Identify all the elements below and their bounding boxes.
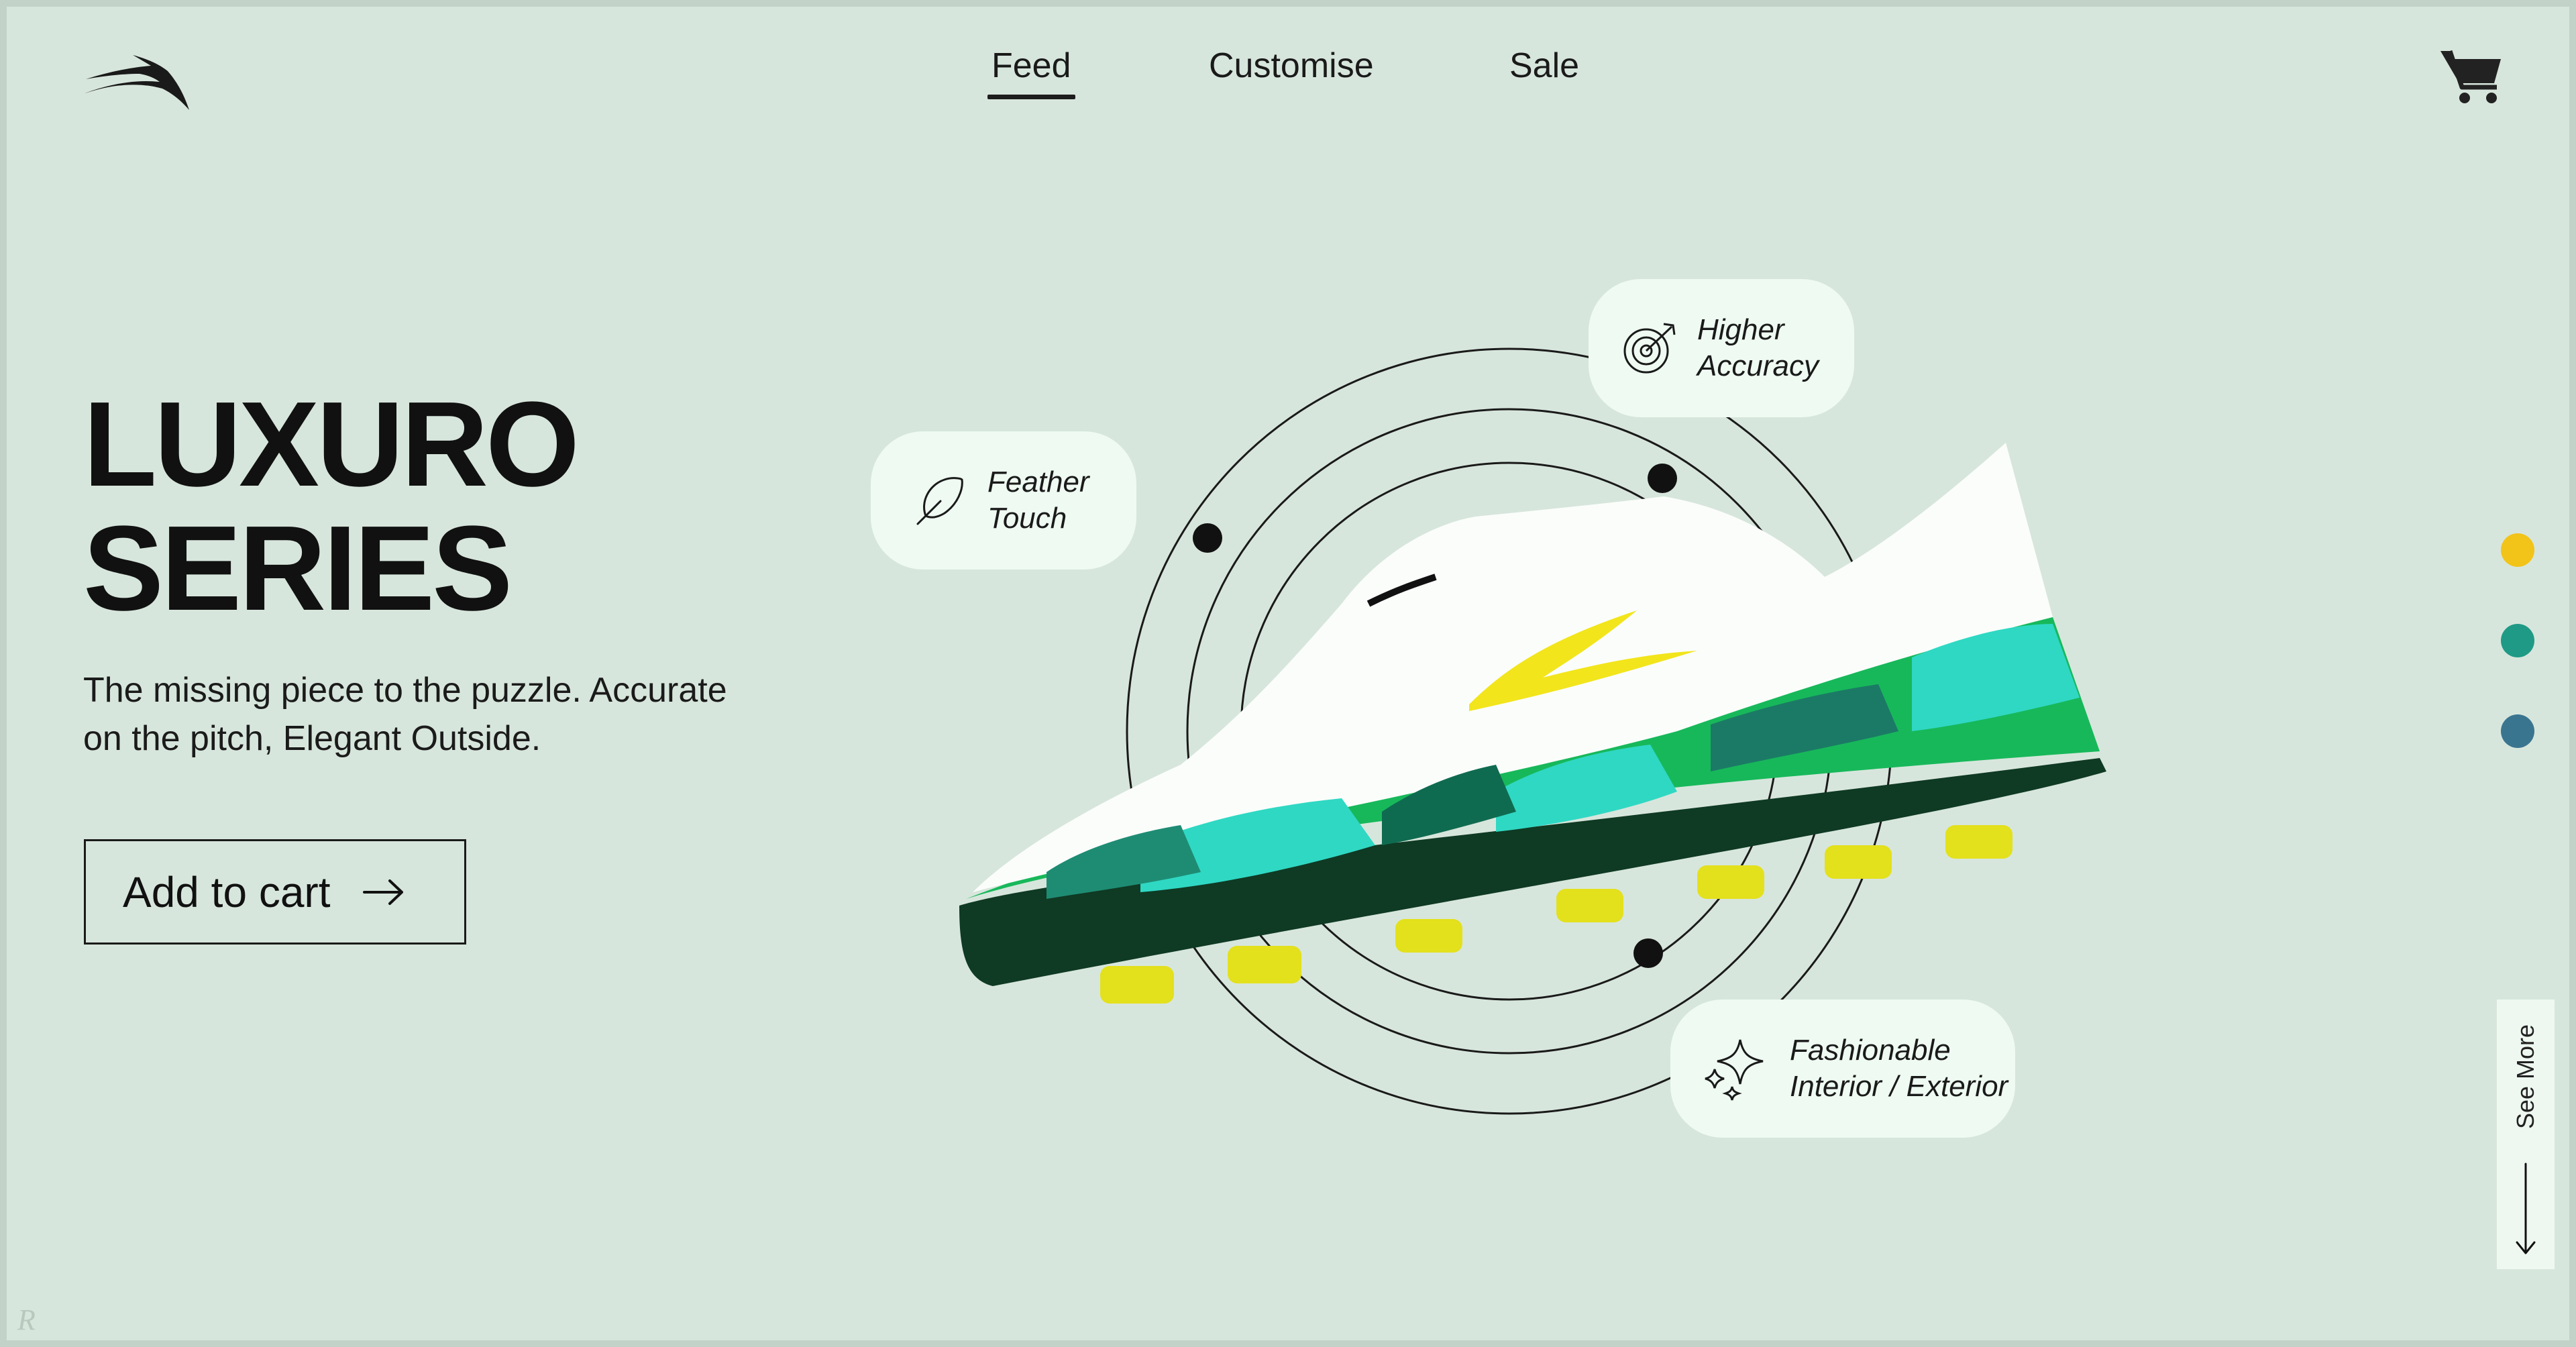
hero-title: LUXURO SERIES bbox=[83, 382, 580, 631]
arrow-down-icon bbox=[2516, 1163, 2536, 1254]
hero-title-line2: SERIES bbox=[83, 501, 513, 636]
color-swatch-teal[interactable] bbox=[2501, 624, 2534, 657]
add-to-cart-button[interactable]: Add to cart bbox=[84, 839, 466, 945]
color-swatch-blue[interactable] bbox=[2501, 714, 2534, 748]
feature-feather-label: Feather Touch bbox=[987, 466, 1089, 535]
target-icon bbox=[1623, 323, 1676, 374]
feature-accuracy-label: Higher Accuracy bbox=[1697, 313, 1819, 382]
feather-icon bbox=[916, 477, 963, 525]
nav-customise[interactable]: Customise bbox=[1209, 46, 1374, 85]
brand-logo[interactable] bbox=[80, 52, 191, 113]
sparkle-icon bbox=[1705, 1039, 1764, 1101]
cart-icon[interactable] bbox=[2439, 47, 2504, 105]
nav-sale[interactable]: Sale bbox=[1509, 46, 1580, 85]
feature-card-feather: Feather Touch bbox=[871, 431, 1136, 570]
see-more-button[interactable]: See More bbox=[2497, 1000, 2555, 1269]
color-swatch-yellow[interactable] bbox=[2501, 533, 2534, 567]
nav-feed[interactable]: Feed bbox=[987, 46, 1075, 99]
feature-card-fashion: Fashionable Interior / Exterior bbox=[1670, 1000, 2015, 1138]
feature-fashion-label: Fashionable Interior / Exterior bbox=[1790, 1034, 2008, 1103]
feature-card-accuracy: Higher Accuracy bbox=[1589, 279, 1854, 417]
corner-watermark-icon: R bbox=[17, 1303, 36, 1336]
hero-title-line1: LUXURO bbox=[83, 377, 580, 512]
add-to-cart-label: Add to cart bbox=[123, 867, 331, 916]
arrow-right-icon bbox=[362, 879, 403, 905]
hero-subtitle: The missing piece to the puzzle. Accurat… bbox=[83, 671, 727, 758]
